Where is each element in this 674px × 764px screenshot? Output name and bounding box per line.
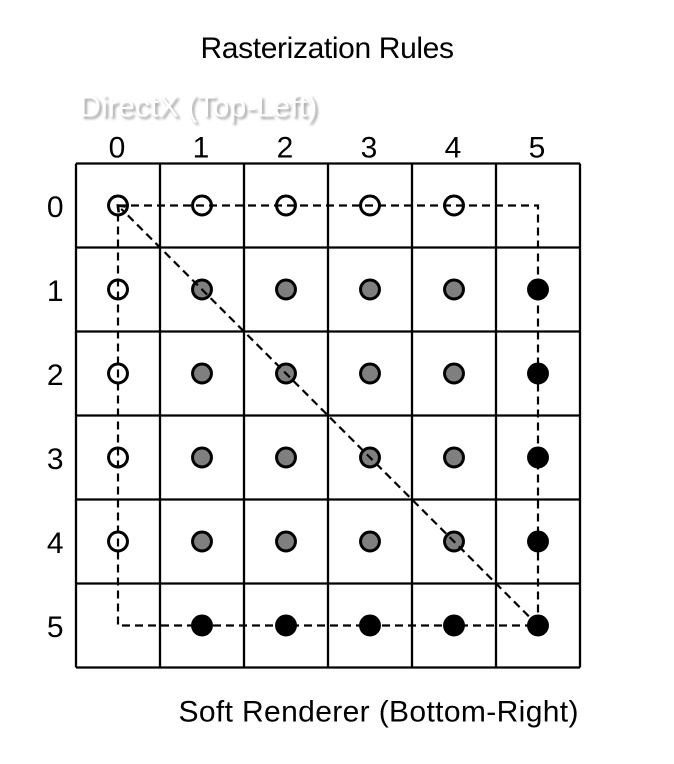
svg-text:1: 1	[193, 132, 210, 165]
svg-text:3: 3	[47, 443, 64, 476]
svg-text:3: 3	[361, 132, 378, 165]
svg-text:5: 5	[47, 611, 64, 644]
svg-text:0: 0	[109, 132, 126, 165]
svg-text:2: 2	[277, 132, 294, 165]
svg-text:5: 5	[529, 132, 546, 165]
svg-text:0: 0	[47, 191, 64, 224]
svg-text:4: 4	[445, 132, 462, 165]
svg-text:DirectX (Top-Left): DirectX (Top-Left)	[79, 90, 317, 123]
svg-text:4: 4	[47, 527, 64, 560]
svg-text:Rasterization Rules: Rasterization Rules	[201, 32, 455, 65]
svg-text:2: 2	[47, 359, 64, 392]
svg-text:1: 1	[47, 275, 64, 308]
svg-text:Soft Renderer (Bottom-Right): Soft Renderer (Bottom-Right)	[179, 695, 579, 728]
svg-text:DirectX (Top-Left): DirectX (Top-Left)	[82, 93, 320, 126]
